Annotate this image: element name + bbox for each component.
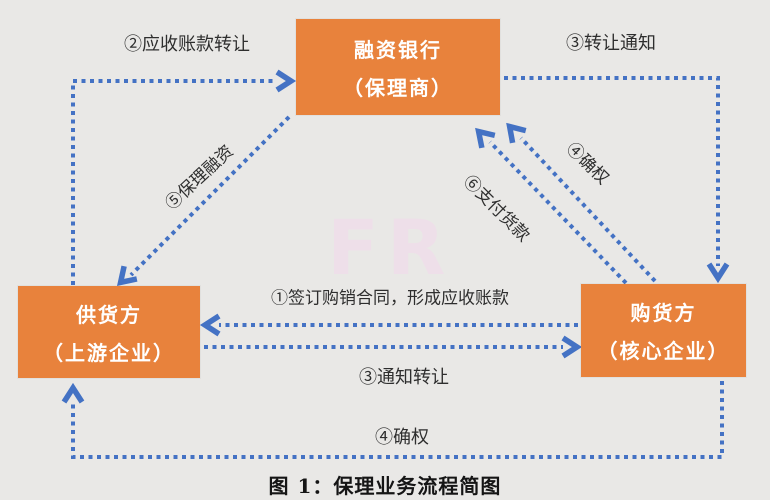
node-financing-bank: 融资银行 （保理商） [296, 19, 500, 115]
arrow-receivables-transfer-line [71, 79, 276, 285]
edge-label-confirm-right-bottom: ④确权 [375, 427, 429, 448]
arrow-confirm-right-diag-line [519, 136, 657, 283]
arrowhead-upleft-icon [506, 122, 527, 144]
edge-label-sign-contract: ①签订购销合同，形成应收账款 [271, 288, 509, 309]
arrowhead-downleft-icon [116, 265, 138, 287]
node-financing-bank-subtitle: （保理商） [343, 77, 453, 100]
node-buyer-subtitle: （核心企业） [597, 341, 730, 363]
node-supplier-title: 供货方 [76, 304, 142, 327]
watermark-logo: FR [327, 203, 454, 292]
edge-label-transfer-notice: ③转让通知 [566, 33, 656, 54]
arrowhead-right-icon [561, 335, 583, 359]
arrowhead-down-icon [706, 262, 730, 284]
arrowhead-up-icon [61, 382, 85, 404]
arrow-factoring-finance-line [129, 115, 291, 277]
arrow-confirm-right-bottom-line [71, 381, 724, 459]
node-buyer-title: 购货方 [630, 303, 697, 325]
figure-caption: 图 1：保理业务流程简图 [268, 474, 502, 498]
arrow-transfer-notice-line [504, 76, 720, 266]
node-supplier: 供货方 （上游企业） [18, 286, 200, 378]
arrow-pay-goods-line [488, 140, 628, 285]
arrowhead-left-icon [199, 313, 221, 337]
arrowhead-upleft-icon [475, 127, 496, 149]
node-supplier-subtitle: （上游企业） [43, 342, 175, 365]
node-financing-bank-title: 融资银行 [354, 39, 442, 62]
edge-label-notify-transfer: ③通知转让 [359, 367, 449, 388]
node-buyer: 购货方 （核心企业） [581, 284, 746, 377]
edge-label-receivables-transfer: ②应收账款转让 [124, 34, 250, 55]
arrowhead-right-icon [275, 69, 297, 93]
